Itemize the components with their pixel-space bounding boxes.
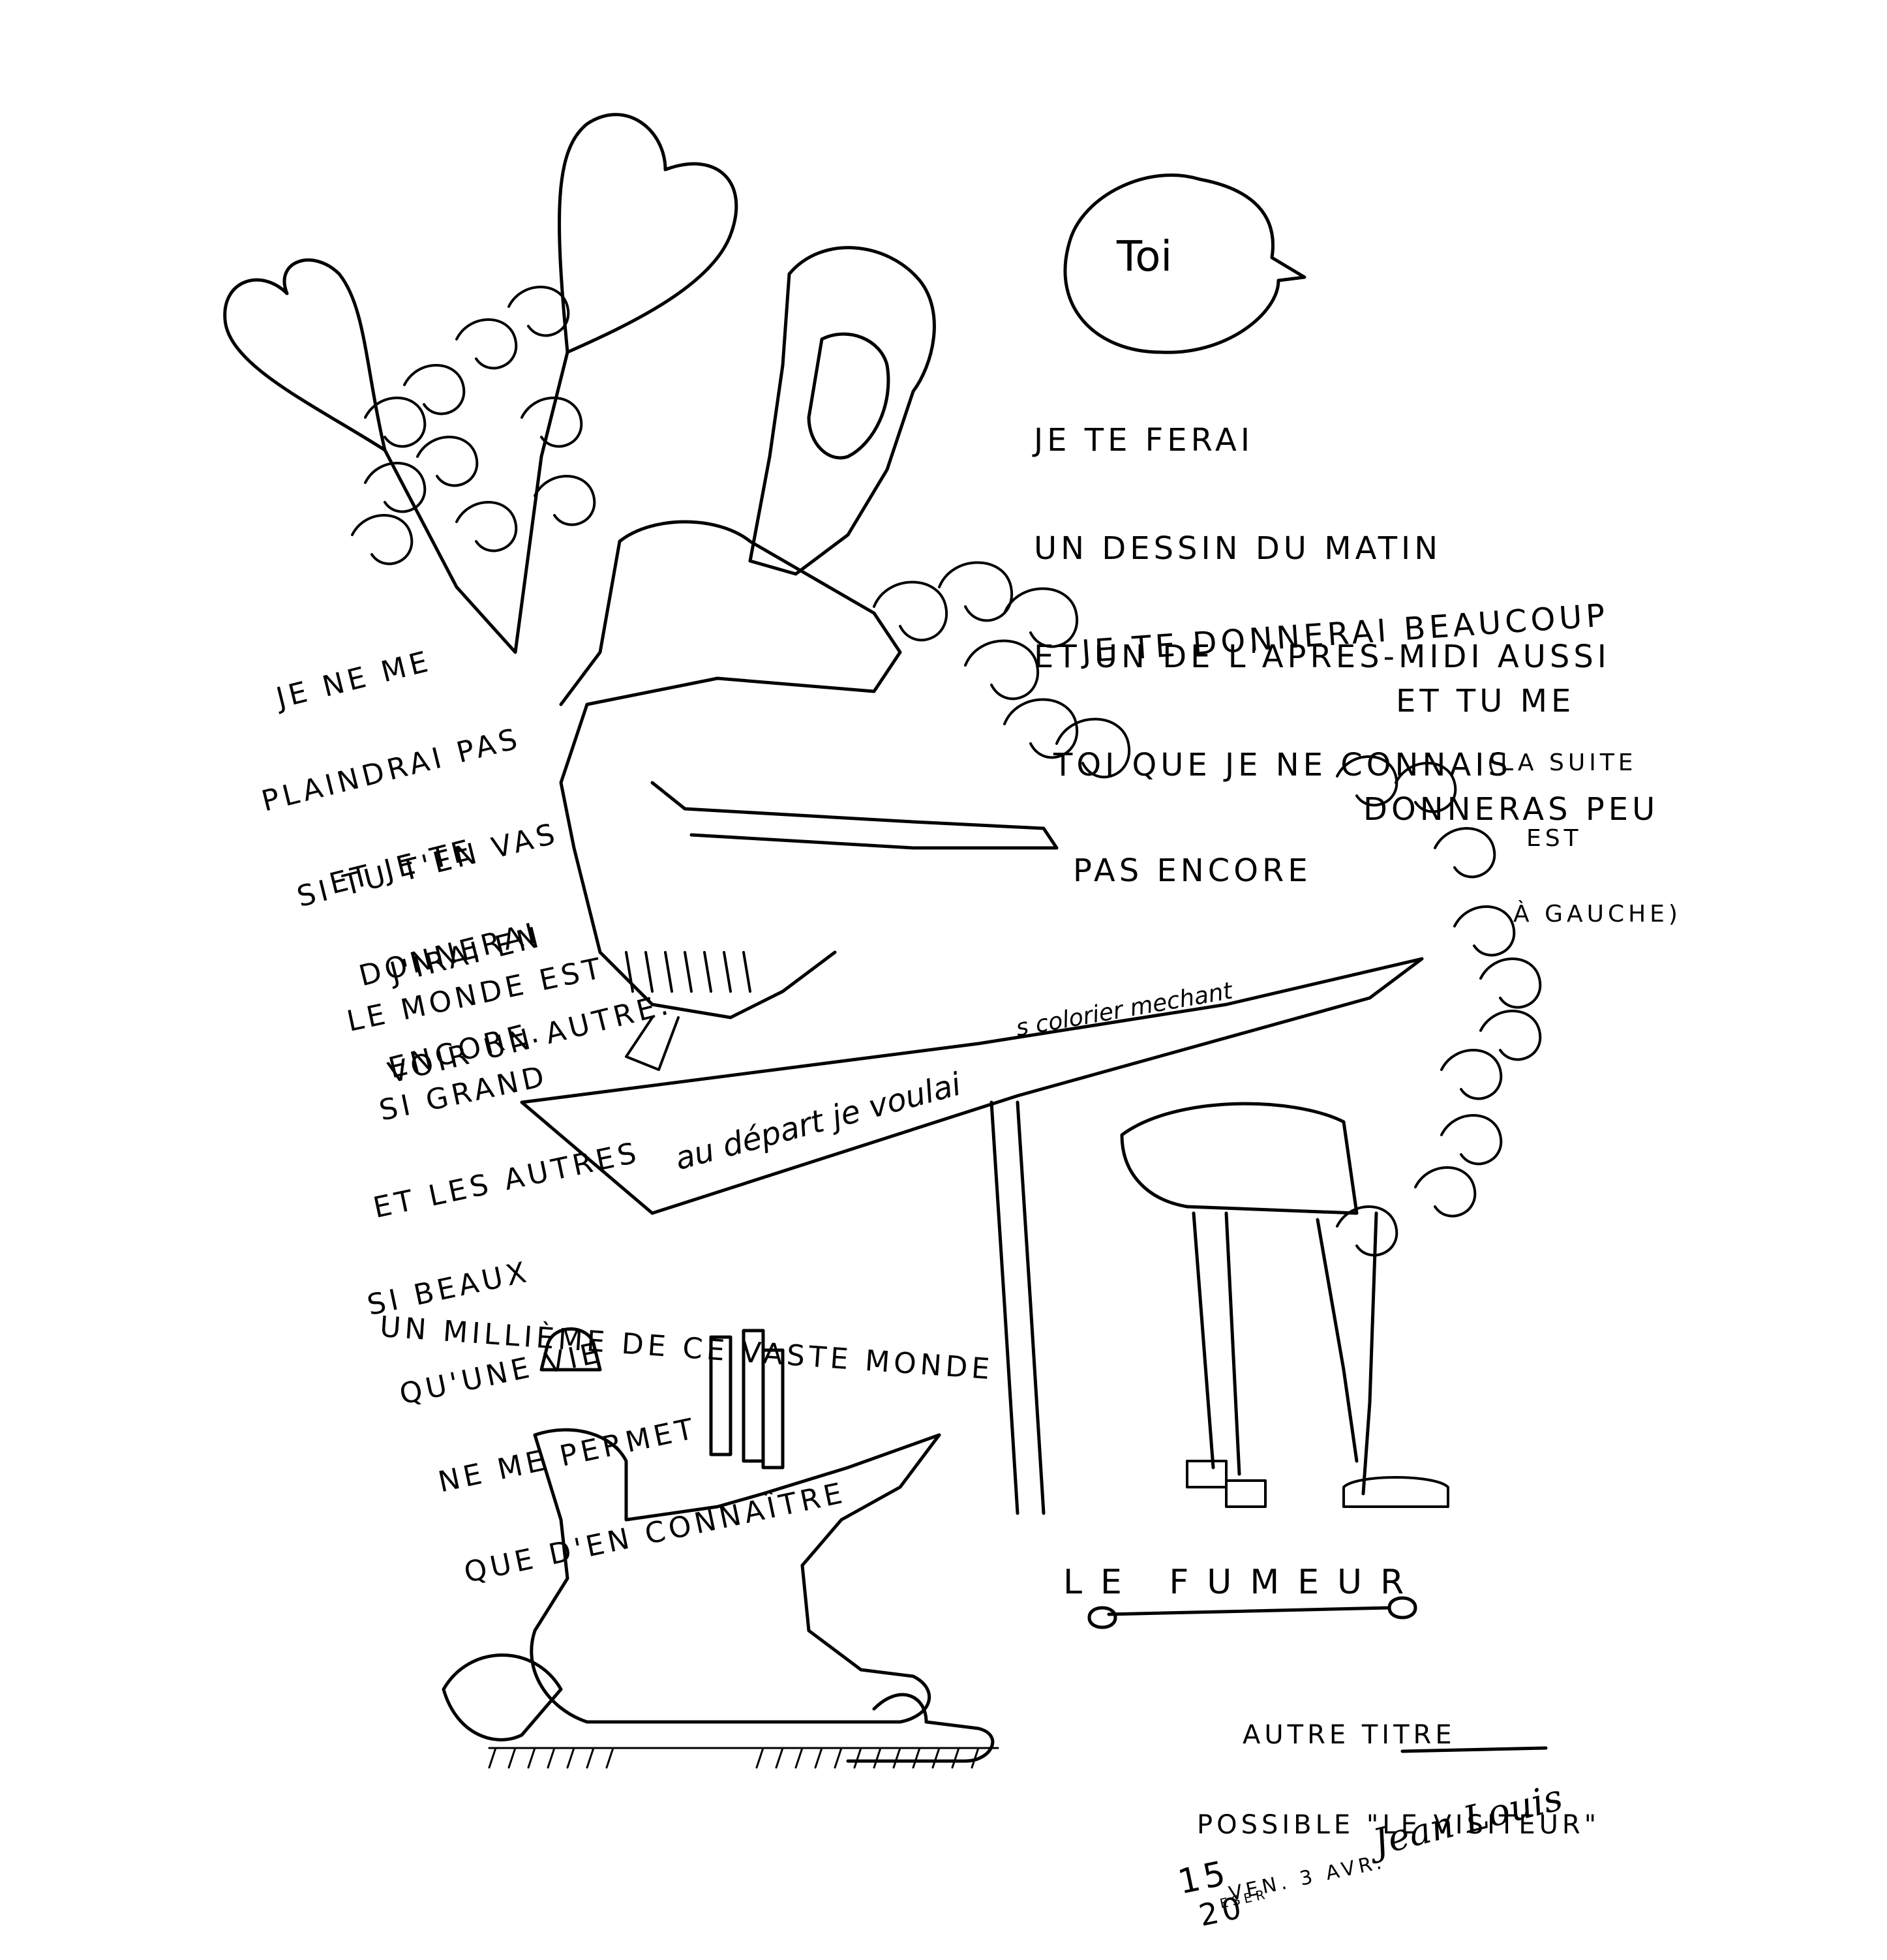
cloud-cluster-center — [873, 561, 1131, 779]
text-line: pas encore — [1073, 852, 1312, 889]
text-line: et tu me — [1396, 683, 1575, 719]
speech-bubble-text: Toi — [1117, 233, 1173, 281]
cloud-cluster-left — [351, 286, 596, 565]
text-line: toi que je ne connais — [1053, 747, 1512, 783]
stool-seat — [1120, 1102, 1359, 1215]
text-line: (la suite — [1487, 749, 1637, 776]
date-note-4: eser — [1213, 1862, 1273, 1923]
figure-body — [559, 520, 902, 1019]
text-line: ne me permet — [435, 1411, 701, 1500]
text-line: un dessin du matin — [1034, 530, 1442, 567]
text-line: un millième de ce vaste monde — [378, 1310, 995, 1387]
table-top — [520, 957, 1424, 1215]
floor-figure-body — [530, 1428, 941, 1724]
text-line: si grand — [376, 1059, 551, 1128]
text-line: Je te ferai — [1034, 422, 1254, 459]
text-line: et un de l'après-midi aussi — [1034, 639, 1610, 675]
alt-title: Autre titre possible "le visiteur" — [1197, 1670, 1600, 1864]
heart-balloon-left — [223, 258, 387, 452]
text-line: Je ne me — [273, 644, 435, 716]
stool-feet — [1186, 1460, 1449, 1508]
figure-apron-tassels — [625, 951, 751, 1071]
figure-face — [807, 332, 890, 460]
text-line: Si tu t'en vas — [294, 817, 562, 914]
text-line: Autre titre — [1243, 1720, 1456, 1750]
speech-bubble-outline — [1063, 173, 1306, 354]
text-line: Le monde est — [344, 951, 608, 1039]
cloud-cluster-right — [1336, 755, 1542, 1257]
right-middle-text-2: et tu me donneras peu — [1363, 623, 1659, 856]
floor-figure-legs — [442, 1653, 995, 1763]
title-text: Le Fumeur — [1063, 1563, 1423, 1602]
floor-rug-fringe — [488, 1747, 999, 1769]
text-line: eser — [1218, 1886, 1271, 1912]
figure-hood — [748, 246, 936, 576]
floor-figure-hat — [539, 1327, 602, 1372]
balloon-string — [383, 350, 569, 654]
stool-legs — [1192, 1211, 1378, 1496]
top-right-text: Je te ferai un dessin du matin et un de … — [1034, 362, 1610, 918]
text-line: est — [1526, 825, 1582, 852]
text-line: à gauche) — [1513, 901, 1682, 927]
pipe-stand — [709, 1329, 785, 1470]
figure-arm — [650, 781, 1059, 850]
text-line: donneras peu — [1363, 791, 1659, 828]
title-underline-rod — [1087, 1596, 1417, 1629]
table-leg-center — [989, 1100, 1046, 1515]
heart-balloon-top — [558, 113, 738, 354]
line-drawing — [223, 113, 1548, 1769]
parenthetical-note: (la suite est à gauche) — [1487, 704, 1682, 950]
visiteur-underline — [1400, 1746, 1548, 1753]
text-line: possible "le visiteur" — [1197, 1810, 1601, 1840]
